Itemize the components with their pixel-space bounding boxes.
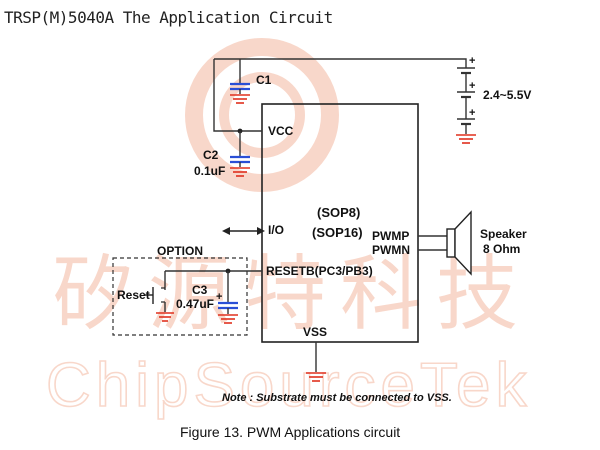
ground-icon [306,372,326,382]
ic-package-sop16: (SOP16) [312,225,363,240]
c2-label: C2 [203,148,219,162]
battery-plus-mark: + [469,107,475,119]
pin-vss: VSS [303,325,327,339]
pin-resetb: RESETB(PC3/PB3) [266,264,373,278]
ground-icon [218,314,238,324]
reset-switch [145,287,174,322]
battery-plus-mark: + [469,55,475,67]
c3-capacitor [218,271,238,324]
pin-pwmp: PWMP [372,229,409,243]
c2-capacitor [230,128,250,177]
watermark-en: ChipSourceTek [46,351,531,420]
pin-vcc: VCC [268,124,294,138]
speaker-label: Speaker [480,227,527,241]
reset-label: Reset [117,288,150,302]
pin-pwmn: PWMN [372,243,410,257]
figure-caption: Figure 13. PWM Applications circuit [180,424,400,440]
c3-label: C3 [192,283,208,297]
speaker-icon [446,210,472,276]
ic-body [261,103,419,343]
c1-capacitor [230,59,250,104]
battery-voltage: 2.4~5.5V [483,88,531,102]
option-label: OPTION [157,244,203,258]
pin-io: I/O [268,223,284,237]
c3-value: 0.47uF [176,297,214,311]
ground-icon [230,167,250,177]
io-arrow [222,227,265,235]
c2-value: 0.1uF [194,164,225,178]
c1-label: C1 [256,73,272,87]
battery-plus-mark: + [469,80,475,92]
substrate-note: Note : Substrate must be connected to VS… [222,392,452,404]
battery [456,66,476,144]
page-title: TRSP(M)5040A The Application Circuit [4,8,333,27]
watermark-cn: 矽源特科技 [52,249,532,340]
option-box [112,257,248,336]
speaker-impedance: 8 Ohm [483,242,520,256]
watermark: 矽源特科技 ChipSourceTek [45,38,532,421]
ground-icon [456,134,476,144]
ic-package-sop8: (SOP8) [317,205,360,220]
c3-plus-mark: + [216,291,222,303]
ground-icon [156,312,174,322]
ground-icon [230,94,250,104]
